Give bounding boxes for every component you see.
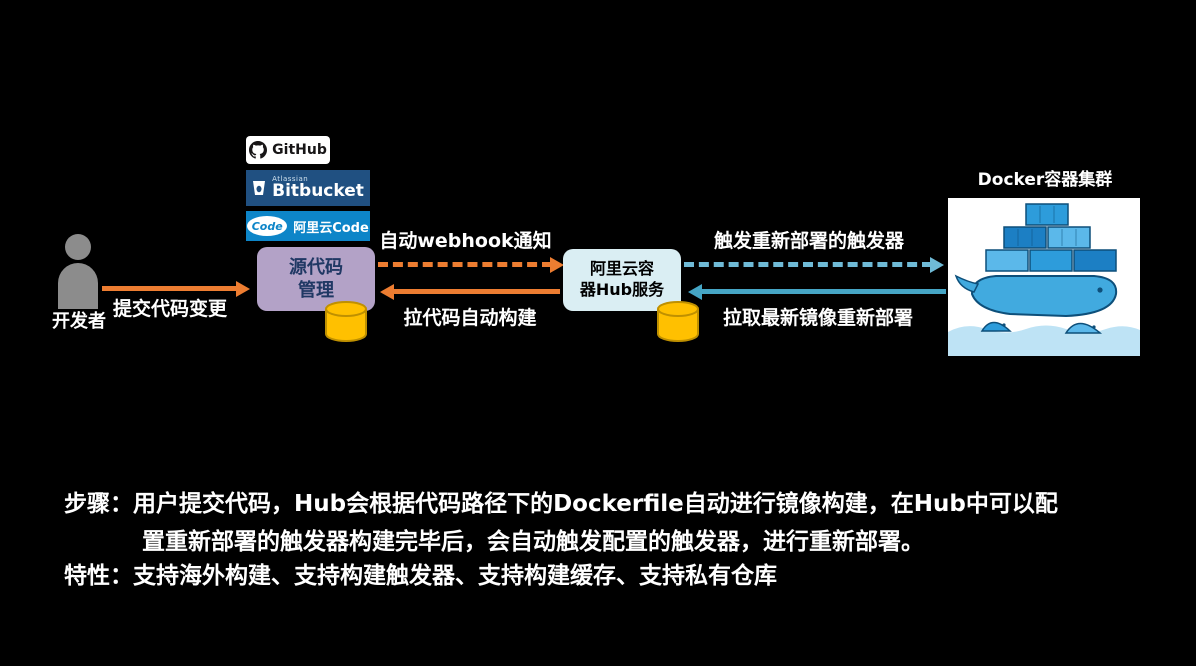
aliyun-code-badge: Code 阿里云Code: [246, 211, 370, 241]
source-management-node: 源代码 管理: [257, 247, 375, 311]
developer-label: 开发者: [52, 311, 106, 332]
docker-cluster-label: Docker容器集群: [977, 170, 1113, 190]
pull-image-arrow-label: 拉取最新镜像重新部署: [722, 307, 913, 329]
bitbucket-icon: [252, 180, 266, 196]
developer-icon: [58, 234, 98, 309]
trigger-arrow-label: 触发重新部署的触发器: [713, 230, 904, 252]
features-label: 特性：: [64, 563, 133, 589]
pull-build-arrow-label: 拉代码自动构建: [403, 307, 537, 329]
bitbucket-badge: Atlassian Bitbucket: [246, 170, 370, 206]
pull-image-arrow-line: [702, 289, 946, 294]
steps-note-line2: 置重新部署的触发器构建完毕后，会自动触发配置的触发器，进行重新部署。: [142, 526, 924, 558]
bitbucket-label: Bitbucket: [272, 181, 364, 201]
github-icon: [249, 141, 268, 159]
pull-build-arrowhead-icon: [380, 284, 394, 300]
github-badge: GitHub: [246, 136, 330, 164]
aliyun-code-logo-icon: Code: [247, 216, 288, 236]
bitbucket-brand-label: Atlassian: [272, 175, 309, 183]
webhook-arrow-line: [378, 262, 552, 267]
pull-image-arrowhead-icon: [688, 284, 702, 300]
webhook-arrow-label: 自动webhook通知: [379, 230, 552, 252]
developer-head-icon: [65, 234, 91, 260]
hub-service-line1: 阿里云容: [589, 259, 654, 279]
source-database-cylinder-icon: [324, 300, 368, 348]
trigger-arrowhead-icon: [930, 257, 944, 273]
features-text: 支持海外构建、支持构建触发器、支持构建缓存、支持私有仓库: [133, 563, 777, 589]
hub-database-cylinder-icon: [656, 300, 700, 348]
aliyun-code-label: 阿里云Code: [293, 220, 369, 236]
source-management-line2: 管理: [298, 280, 334, 301]
features-note: 特性：支持海外构建、支持构建触发器、支持构建缓存、支持私有仓库: [64, 560, 777, 592]
developer-body-icon: [58, 263, 98, 309]
hub-service-node: 阿里云容 器Hub服务: [563, 249, 681, 311]
trigger-arrow-line: [684, 262, 932, 267]
steps-label: 步骤：: [64, 491, 133, 517]
github-label: GitHub: [272, 142, 327, 158]
docker-cluster-illustration: [948, 198, 1140, 356]
webhook-arrowhead-icon: [550, 257, 564, 273]
pull-build-arrow-line: [394, 289, 560, 294]
submit-arrow-label: 提交代码变更: [112, 298, 227, 320]
docker-whale-icon: [948, 198, 1140, 356]
submit-arrowhead-icon: [236, 281, 250, 297]
source-management-line1: 源代码: [289, 256, 343, 278]
hub-service-line2: 器Hub服务: [579, 280, 665, 299]
steps-text-line2: 置重新部署的触发器构建完毕后，会自动触发配置的触发器，进行重新部署。: [142, 529, 924, 555]
submit-arrow-line: [102, 286, 238, 291]
steps-note-line1: 步骤：用户提交代码，Hub会根据代码路径下的Dockerfile自动进行镜像构建…: [64, 488, 1058, 520]
steps-text-line1: 用户提交代码，Hub会根据代码路径下的Dockerfile自动进行镜像构建，在H…: [133, 491, 1058, 517]
